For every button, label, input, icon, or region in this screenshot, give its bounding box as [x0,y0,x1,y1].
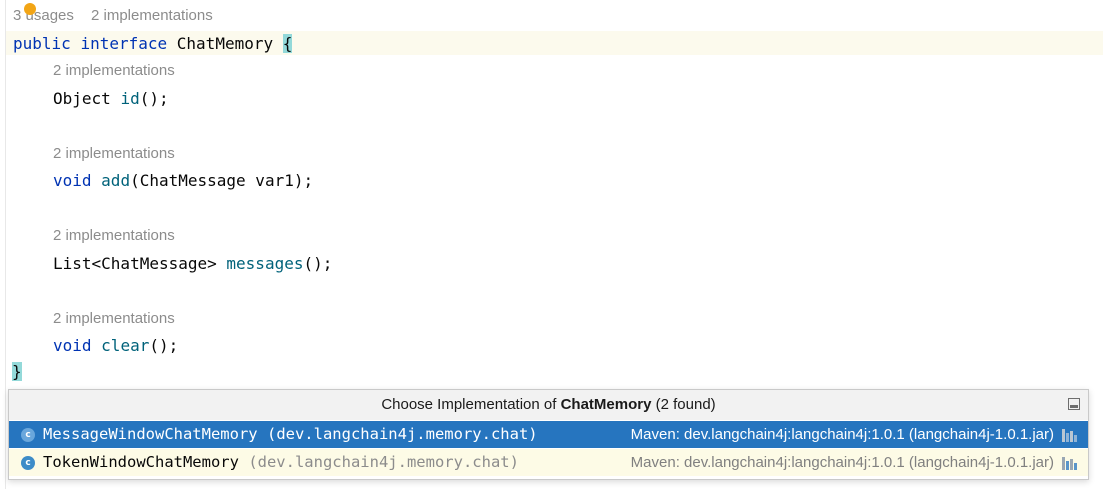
class-icon: c [21,456,35,470]
implementation-location: Maven: dev.langchain4j:langchain4j:1.0.1… [630,454,1054,471]
library-icon [1062,429,1078,442]
pin-window-icon[interactable] [1068,398,1080,410]
library-icon [1062,457,1078,470]
header-implementations-hint[interactable]: 2 implementations [91,7,213,24]
implementation-location: Maven: dev.langchain4j:langchain4j:1.0.1… [630,426,1054,443]
method-messages: List<ChatMessage> messages(); [53,254,333,273]
usages-hint[interactable]: 3 usages [13,7,74,24]
implementation-item-tokenwindowchatmemory[interactable]: c TokenWindowChatMemory (dev.langchain4j… [9,449,1088,476]
method-add: void add(ChatMessage var1); [53,171,314,190]
method-implementations-hint[interactable]: 2 implementations [53,310,175,327]
method-id: Object id(); [53,89,169,108]
implementation-class-name: MessageWindowChatMemory (dev.langchain4j… [43,425,538,443]
gutter-divider [5,0,6,489]
closing-brace: } [12,362,22,381]
method-implementations-hint[interactable]: 2 implementations [53,227,175,244]
interface-declaration: public interface ChatMemory { [13,34,293,53]
class-icon: c [21,428,35,442]
method-implementations-hint[interactable]: 2 implementations [53,145,175,162]
choose-implementation-popup[interactable]: Choose Implementation of ChatMemory (2 f… [8,389,1089,480]
implementation-class-name: TokenWindowChatMemory (dev.langchain4j.m… [43,453,519,471]
implementation-item-messagewindowchatmemory[interactable]: c MessageWindowChatMemory (dev.langchain… [9,421,1088,448]
method-implementations-hint[interactable]: 2 implementations [53,62,175,79]
current-line-highlight [6,31,1103,55]
lightbulb-icon[interactable] [24,3,36,15]
popup-title: Choose Implementation of ChatMemory (2 f… [9,390,1088,420]
method-clear: void clear(); [53,336,179,355]
